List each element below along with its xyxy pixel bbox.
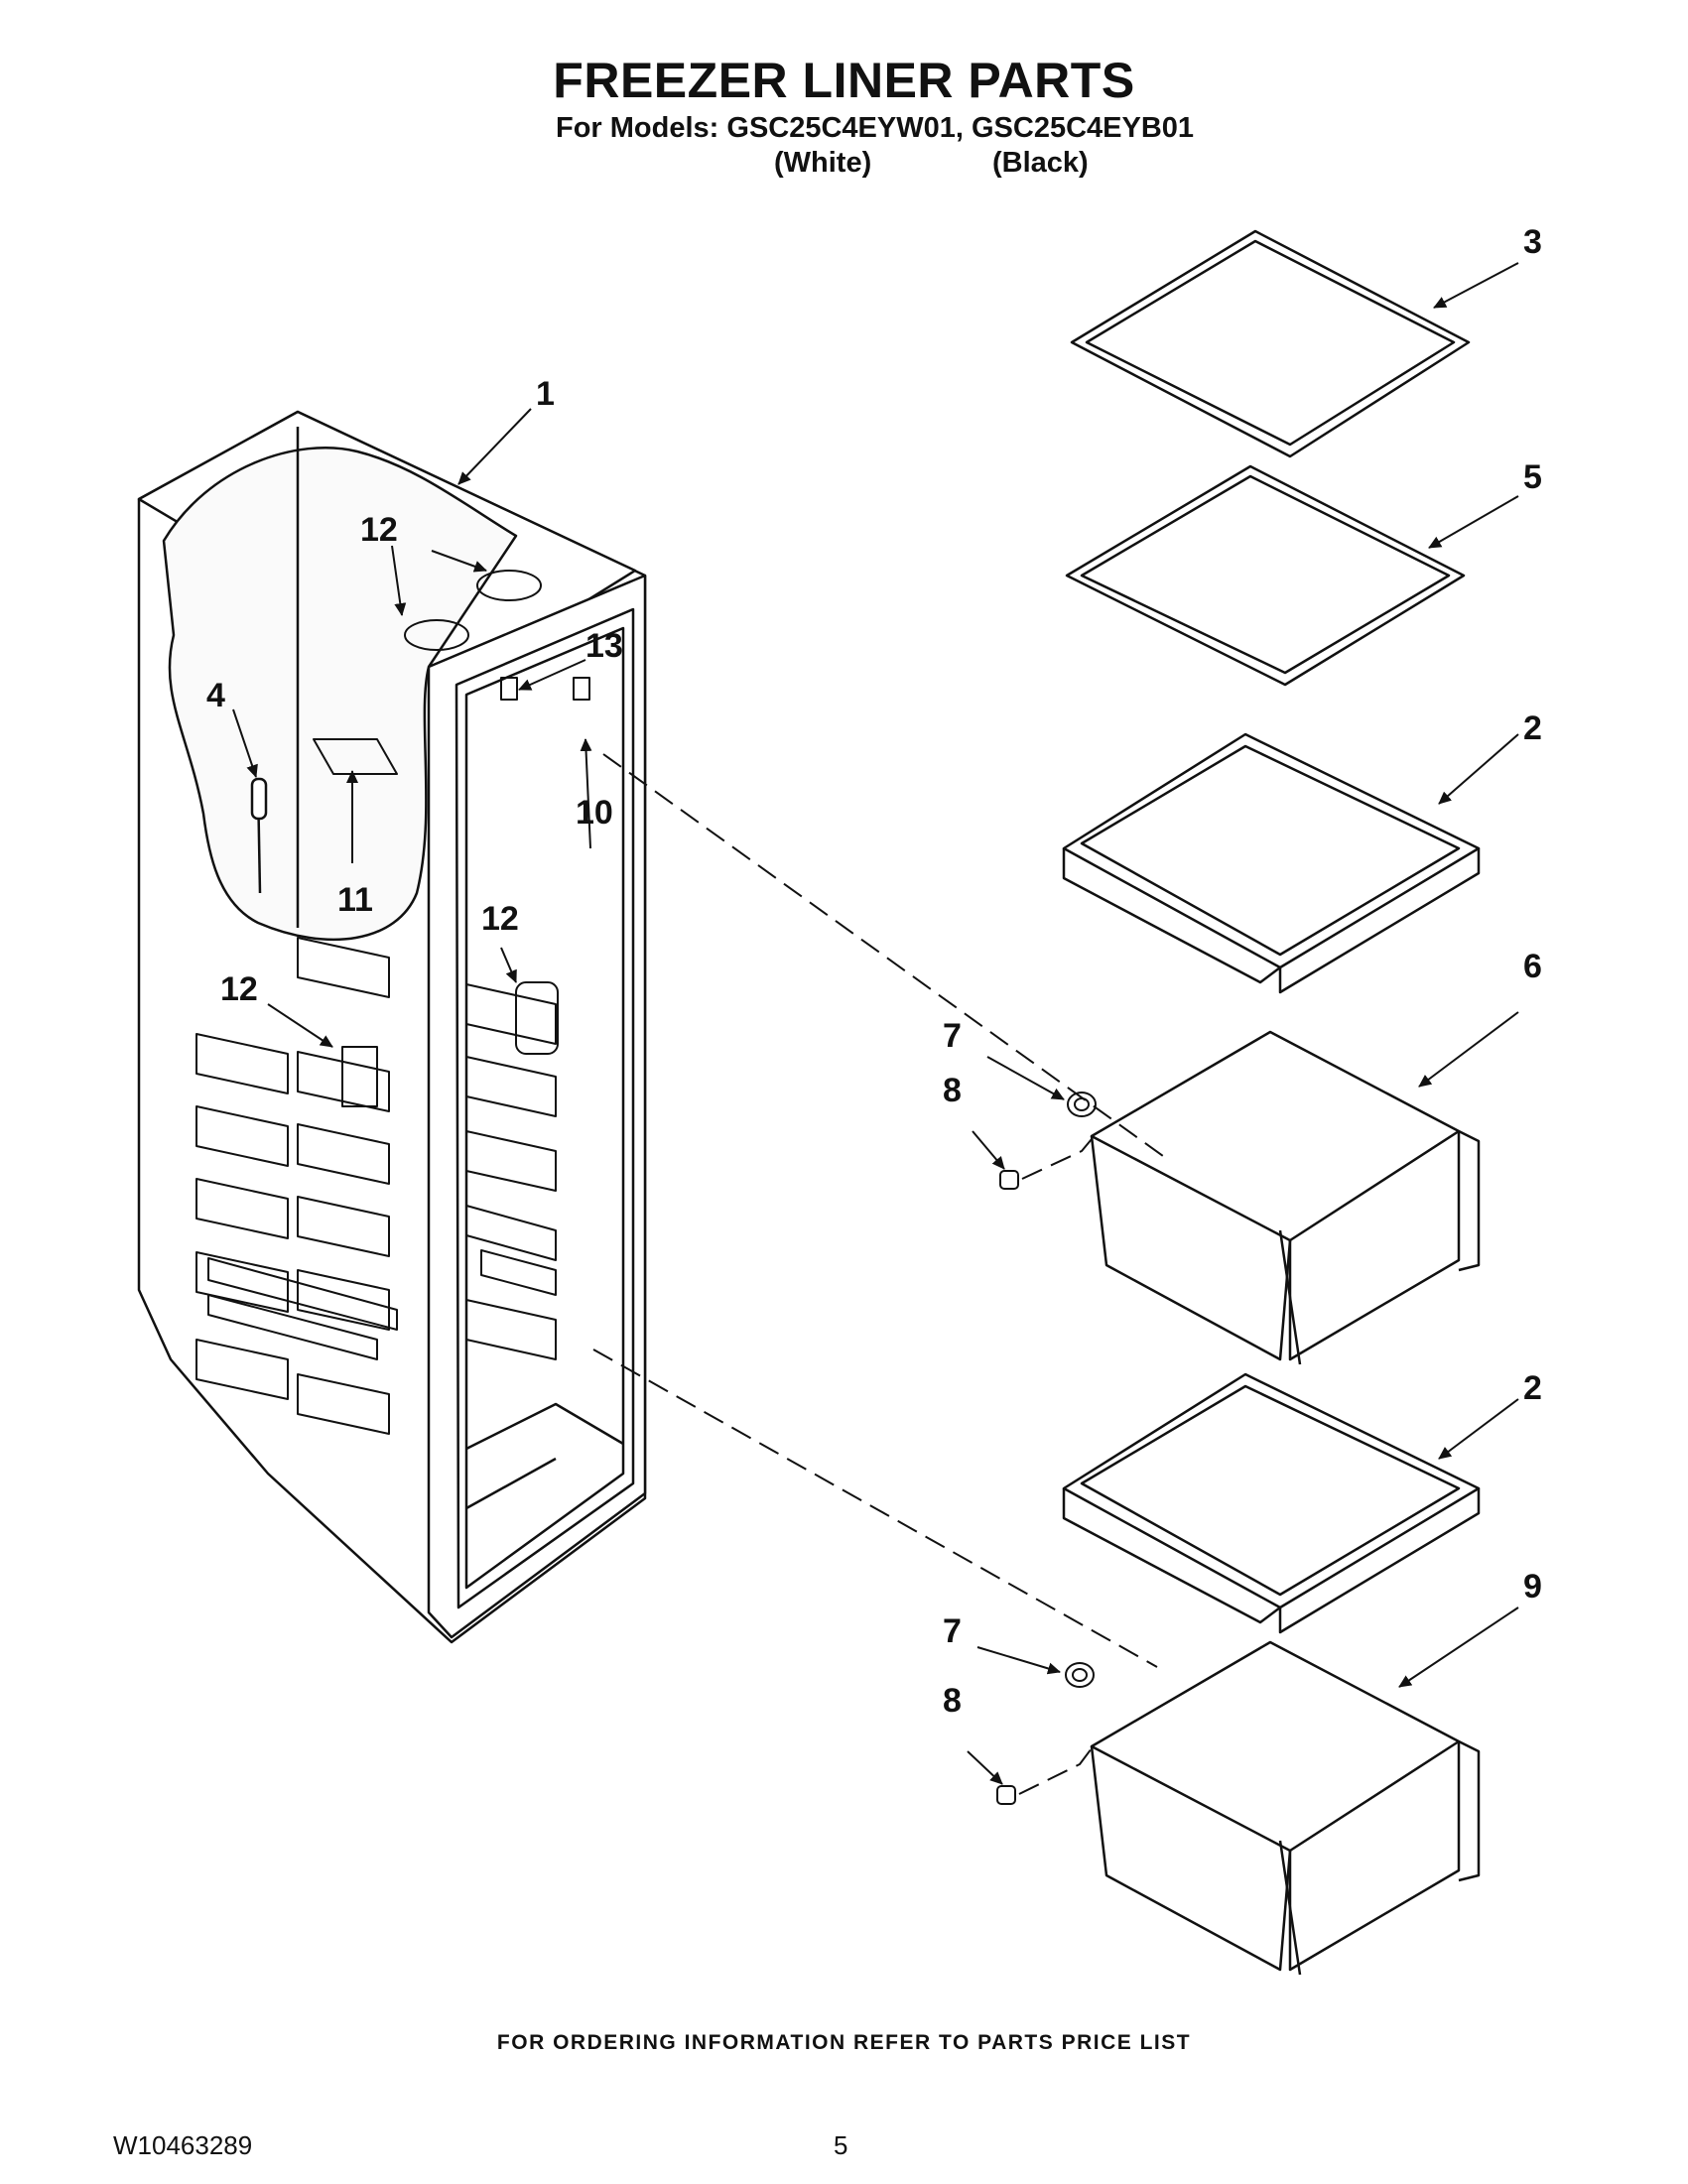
callout-1: 1: [536, 375, 555, 413]
callout-5: 5: [1523, 458, 1542, 496]
callout-3: 3: [1523, 223, 1542, 261]
callout-8-lower: 8: [943, 1682, 962, 1720]
drawer-part-9: [1090, 1640, 1481, 1976]
callout-2-lower: 2: [1523, 1369, 1542, 1407]
callout-4: 4: [206, 677, 225, 714]
page-title: FREEZER LINER PARTS: [553, 53, 1135, 108]
callout-11: 11: [337, 881, 373, 919]
shelf-part-2-lower: [1062, 1372, 1481, 1634]
freezer-liner: [137, 410, 647, 1644]
callout-12-middle: 12: [481, 900, 519, 938]
rollers-and-screws: [996, 1092, 1097, 1805]
callout-7-lower: 7: [943, 1612, 962, 1650]
callout-6: 6: [1523, 948, 1542, 985]
color-white-label: (White): [774, 147, 872, 179]
shelf-part-5: [1065, 464, 1466, 687]
ordering-note: FOR ORDERING INFORMATION REFER TO PARTS …: [496, 2031, 1192, 2054]
drawer-part-6: [1090, 1030, 1481, 1365]
shelf-part-2-upper: [1062, 732, 1481, 994]
callout-7-upper: 7: [943, 1017, 962, 1055]
callout-9: 9: [1523, 1568, 1542, 1606]
callout-2-upper: 2: [1523, 709, 1542, 747]
callout-8-upper: 8: [943, 1072, 962, 1109]
page-number: 5: [834, 2130, 848, 2160]
callout-13: 13: [585, 627, 623, 665]
models-line: For Models: GSC25C4EYW01, GSC25C4EYB01: [556, 112, 1195, 144]
callout-10: 10: [576, 794, 613, 832]
document-number: W10463289: [113, 2130, 253, 2160]
callout-12-top: 12: [360, 511, 398, 549]
callout-12-left: 12: [220, 970, 258, 1008]
color-black-label: (Black): [992, 147, 1089, 179]
shelf-part-3: [1070, 229, 1471, 458]
